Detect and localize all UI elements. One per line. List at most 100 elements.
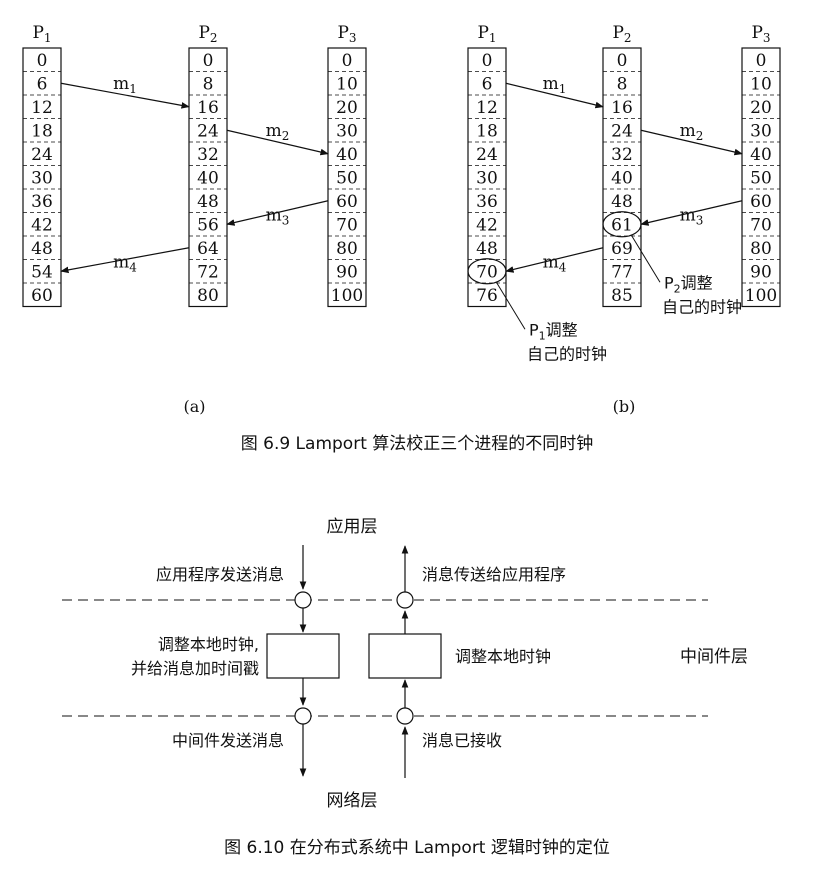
clock-value: 0 (342, 51, 353, 71)
clock-value: 100 (745, 286, 777, 306)
figure-6-9-caption: 图 6.9 Lamport 算法校正三个进程的不同时钟 (241, 434, 594, 454)
clock-value: 24 (197, 121, 219, 141)
clock-value: 42 (31, 215, 53, 235)
message-label-1: m1 (113, 74, 137, 96)
annotation-leader-1 (496, 282, 526, 330)
clock-value: 72 (197, 262, 219, 282)
right-adjust-box (368, 633, 442, 679)
process-label-2: P2 (198, 23, 217, 45)
clock-value: 24 (476, 145, 498, 165)
clock-value: 8 (203, 74, 214, 94)
left-lower-junction (294, 707, 312, 725)
clock-value: 70 (336, 215, 358, 235)
clock-value: 0 (617, 51, 628, 71)
annotation-line1-1: P1调整 (529, 320, 578, 342)
message-arrow-4 (60, 247, 190, 274)
clock-value: 20 (750, 98, 772, 118)
clock-value: 100 (331, 286, 363, 306)
clock-value: 24 (611, 121, 633, 141)
message-arrow-1 (505, 82, 604, 109)
process-column-2 (188, 47, 228, 308)
clock-value: 16 (197, 98, 219, 118)
clock-value: 85 (611, 286, 633, 306)
clock-value: 18 (31, 121, 53, 141)
clock-value: 6 (482, 74, 493, 94)
clock-value: 36 (31, 192, 53, 212)
clock-panel-b: P106121824303642487076P20816243240486169… (467, 23, 781, 416)
clock-value: 40 (611, 168, 633, 188)
clock-value: 32 (611, 145, 633, 165)
left-upper-junction (294, 591, 312, 609)
clock-value: 32 (197, 145, 219, 165)
message-arrow-2 (226, 129, 329, 156)
right-upper-junction (396, 591, 414, 609)
annotation-leader-2 (631, 235, 661, 283)
clock-value: 90 (750, 262, 772, 282)
message-label-4: m4 (543, 253, 567, 275)
process-label-3: P3 (337, 23, 356, 45)
clock-value: 64 (197, 239, 219, 259)
clock-value: 70 (750, 215, 772, 235)
clock-value: 40 (336, 145, 358, 165)
right-lower-junction (396, 707, 414, 725)
middleware-layer-label: 中间件层 (680, 647, 748, 667)
message-arrow-3 (640, 200, 743, 226)
clock-value: 40 (750, 145, 772, 165)
clock-value: 60 (31, 286, 53, 306)
clock-value: 61 (611, 215, 633, 235)
clock-value: 90 (336, 262, 358, 282)
clock-value: 20 (336, 98, 358, 118)
app-sends-message-label: 应用程序发送消息 (156, 565, 284, 584)
clock-value: 77 (611, 262, 633, 282)
deliver-to-app-label: 消息传送给应用程序 (422, 565, 566, 584)
clock-value: 10 (336, 74, 358, 94)
clock-value: 18 (476, 121, 498, 141)
clock-value: 48 (31, 239, 53, 259)
clock-value: 54 (31, 262, 53, 282)
process-column-1 (467, 47, 507, 308)
message-label-3: m3 (266, 206, 290, 228)
message-arrow-2 (640, 129, 743, 156)
clock-value: 30 (476, 168, 498, 188)
process-label-2: P2 (612, 23, 631, 45)
middleware-figure-6-10: 应用层 应用程序发送消息 消息传送给应用程序 调整本地时钟, 并给消息加时间戳 … (62, 517, 748, 811)
clock-value: 69 (611, 239, 633, 259)
annotation-line1-2: P2调整 (664, 273, 713, 295)
left-adjust-box (266, 633, 340, 679)
clock-value: 0 (203, 51, 214, 71)
clock-value: 40 (197, 168, 219, 188)
message-arrow-1 (60, 82, 190, 109)
middleware-sends-label: 中间件发送消息 (172, 731, 284, 750)
clock-value: 24 (31, 145, 53, 165)
adjust-and-timestamp-line1: 调整本地时钟, (158, 635, 259, 654)
clock-value: 42 (476, 215, 498, 235)
clock-value: 0 (37, 51, 48, 71)
clock-value: 56 (197, 215, 219, 235)
message-label-2: m2 (266, 121, 290, 143)
clock-value: 16 (611, 98, 633, 118)
annotation-line2-2: 自己的时钟 (662, 297, 742, 316)
message-received-label: 消息已接收 (422, 731, 502, 750)
clock-value: 12 (31, 98, 53, 118)
clock-value: 12 (476, 98, 498, 118)
clock-value: 48 (197, 192, 219, 212)
clock-value: 50 (750, 168, 772, 188)
application-layer-label: 应用层 (327, 517, 378, 537)
message-label-1: m1 (543, 74, 567, 96)
clock-value: 50 (336, 168, 358, 188)
clock-value: 0 (482, 51, 493, 71)
clock-value: 30 (750, 121, 772, 141)
clock-value: 36 (476, 192, 498, 212)
clock-value: 60 (750, 192, 772, 212)
panel-caption: (a) (183, 397, 205, 416)
message-label-4: m4 (113, 253, 137, 275)
process-column-1 (22, 47, 62, 308)
process-column-2 (602, 47, 642, 308)
clock-panel-a: P106121824303642485460P20816243240485664… (22, 23, 367, 416)
clock-value: 10 (750, 74, 772, 94)
process-label-3: P3 (751, 23, 770, 45)
clock-value: 8 (617, 74, 628, 94)
network-layer-label: 网络层 (327, 791, 378, 811)
